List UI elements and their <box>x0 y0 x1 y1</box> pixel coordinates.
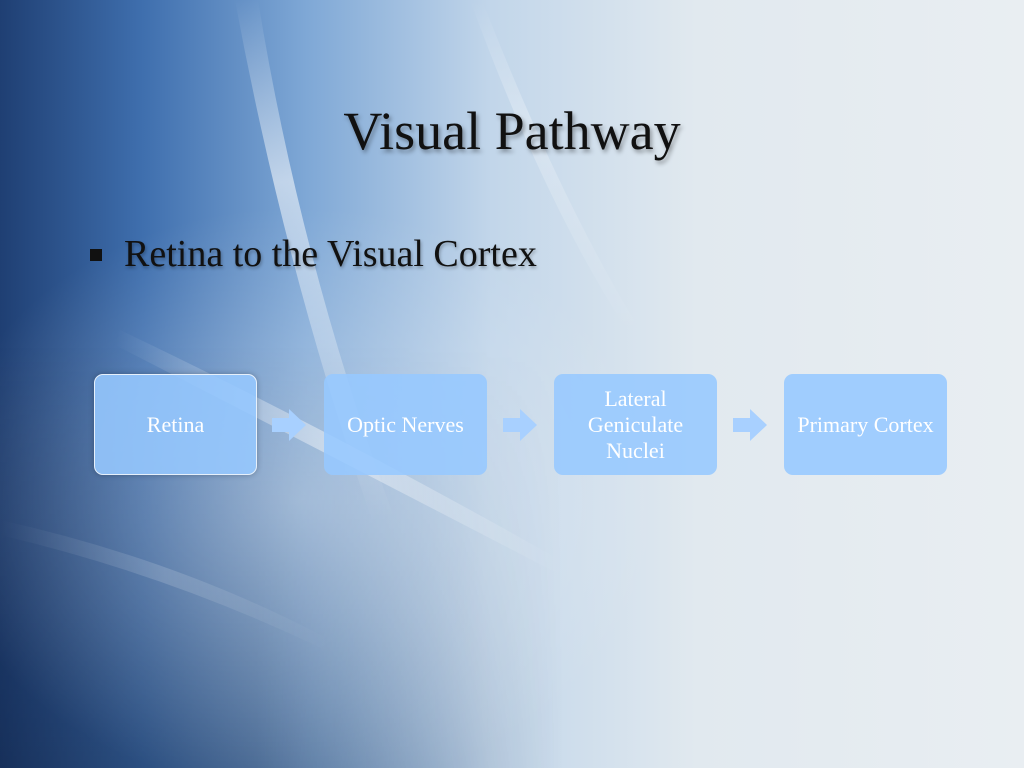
arrow-right-icon <box>272 409 306 441</box>
bullet-text: Retina to the Visual Cortex <box>124 233 537 275</box>
arrow-right-icon <box>503 409 537 441</box>
bullet-item: Retina to the Visual Cortex <box>90 232 537 276</box>
flow-step-optic-nerves: Optic Nerves <box>324 374 487 475</box>
flow-step-lateral-geniculate-nuclei: Lateral Geniculate Nuclei <box>554 374 717 475</box>
flow-step-retina: Retina <box>94 374 257 475</box>
square-bullet-icon <box>90 249 102 261</box>
flow-step-primary-cortex: Primary Cortex <box>784 374 947 475</box>
slide-title: Visual Pathway <box>343 101 681 161</box>
arrow-right-icon <box>733 409 767 441</box>
